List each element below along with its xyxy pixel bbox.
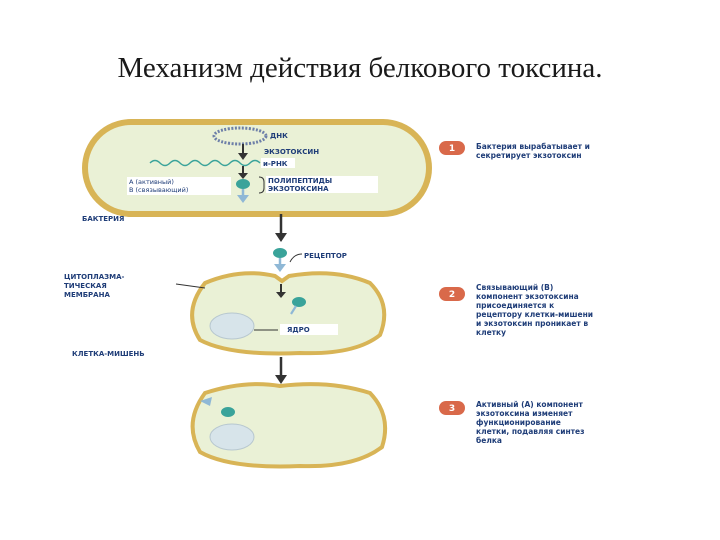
bacterium-cytoplasm [88,125,426,211]
bacterium: ДНК ЭКЗОТОКСИН и-РНК А (активный) В (свя… [82,119,432,217]
step-text-line: функционирование [476,418,561,427]
bacteria-label: БАКТЕРИЯ [82,215,124,223]
polypeptides-label-2: ЭКЗОТОКСИНА [268,185,329,193]
step-1: 1 Бактерия вырабатывает и секретирует эк… [439,141,590,160]
step-text-line: экзотоксина изменяет [476,409,573,418]
polypeptides-label-1: ПОЛИПЕПТИДЫ [268,177,332,185]
active-a-component-icon [221,407,235,417]
step-number: 1 [449,144,455,154]
step-text-line: клетку [476,328,506,337]
mrna-label: и-РНК [263,160,288,168]
step-text-line: рецептору клетки-мишени [476,310,593,319]
step-text-line: секретирует экзотоксин [476,151,582,160]
target-cell-label: КЛЕТКА-МИШЕНЬ [72,350,145,358]
nucleus-label: ЯДРО [287,326,310,334]
step-text-line: и экзотоксин проникает в [476,319,588,328]
exotoxin-label: ЭКЗОТОКСИН [264,148,319,156]
membrane-label-3: МЕМБРАНА [64,291,110,299]
step-text-line: Активный (А) компонент [476,400,584,409]
step-text-line: клетки, подавляя синтез [476,427,584,436]
membrane-label-2: ТИЧЕСКАЯ [64,282,107,290]
step-text-line: Связывающий (В) [476,283,553,292]
component-b-label: В (связывающий) [129,186,188,194]
step-text-line: присоединяется к [476,301,554,310]
step-text-line: Бактерия вырабатывает и [476,142,590,151]
free-toxin-b-icon [274,264,286,272]
receptor-pointer [290,254,302,262]
target-cell-2 [193,384,386,466]
internalized-toxin-icon [292,297,306,307]
step-number: 2 [449,290,455,300]
arrow-head-icon [275,375,287,384]
step-number: 3 [449,404,455,414]
free-toxin-a-icon [273,248,287,258]
target-cell-1: ЯДРО [192,273,384,353]
step-text-line: компонент экзотоксина [476,292,579,301]
arrow-head-icon [275,233,287,242]
nucleus-icon [210,424,254,450]
component-a-label: А (активный) [129,178,174,186]
dna-label: ДНК [270,132,288,140]
receptor-label: РЕЦЕПТОР [304,252,347,260]
step-2: 2 Связывающий (В) компонент экзотоксина … [439,283,593,337]
membrane-label-1: ЦИТОПЛАЗМА- [64,273,125,281]
nucleus-icon [210,313,254,339]
toxin-a-component-icon [236,179,250,189]
step-3: 3 Активный (А) компонент экзотоксина изм… [439,400,584,445]
step-text-line: белка [476,436,502,445]
target-cell-membrane [192,273,384,353]
